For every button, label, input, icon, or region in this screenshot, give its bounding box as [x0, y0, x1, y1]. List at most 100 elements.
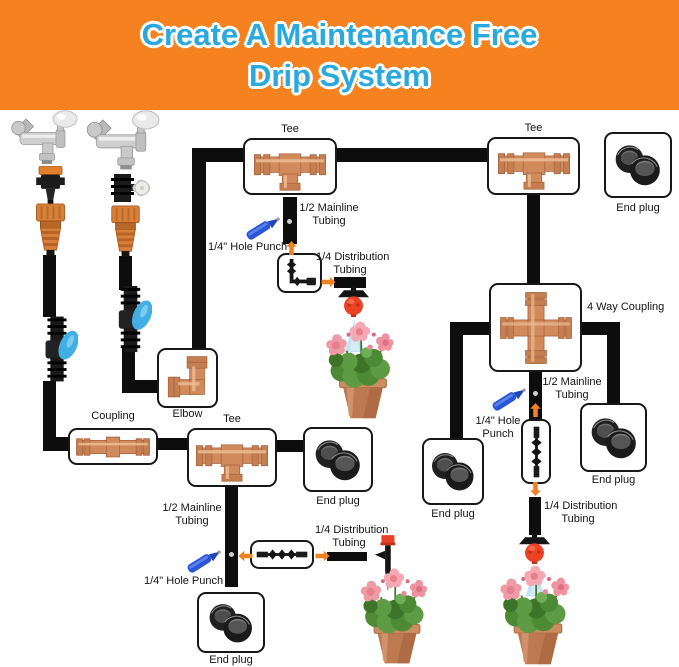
punched-hole: [287, 219, 292, 224]
label-quarter-distribution-tubing: 1/4 Distribution Tubing: [544, 500, 618, 526]
label-line: 1/4 Distribution: [315, 524, 389, 536]
label-line: 1/2 Mainline: [542, 376, 602, 388]
page-title-line2: Drip System: [249, 58, 430, 93]
label-line: Tubing: [312, 215, 346, 227]
coupling-fitting-box: [68, 428, 158, 465]
shutoff-valve-icon: [109, 284, 152, 354]
quarter-coupling-icon: [530, 426, 542, 477]
label-line: Punch: [482, 428, 514, 440]
quarter-coupling-icon: [256, 549, 308, 560]
label-hole-punch-two-line: 1/4" Hole Punch: [471, 415, 525, 441]
label-four-way-coupling: 4 Way Coupling: [587, 301, 665, 313]
label-tee: Tee: [223, 413, 241, 425]
label-line: 1/4 Distribution: [316, 251, 390, 263]
label-line: Tubing: [333, 264, 367, 276]
label-end-plug: End plug: [209, 654, 253, 666]
label-coupling: Coupling: [91, 410, 135, 422]
label-line: 1/4 Distribution: [544, 500, 618, 512]
end-plug-box: [422, 438, 484, 505]
tap-adapter-icon: [35, 166, 66, 206]
label-end-plug: End plug: [591, 474, 636, 486]
quarter-coupling-vertical-box: [521, 419, 551, 484]
tee-fitting-icon: [497, 152, 570, 190]
arrow-down-icon: [530, 482, 541, 496]
tubing-tee-to-4way: [527, 195, 540, 285]
hose-connector-icon: [33, 203, 68, 257]
label-line: Tubing: [332, 537, 366, 549]
end-plug-icon: [431, 452, 474, 491]
label-end-plug: End plug: [316, 495, 360, 507]
label-elbow: Elbow: [172, 408, 203, 420]
quarter-elbow-connector-icon: [286, 258, 316, 287]
punched-hole: [229, 552, 234, 557]
tubing-4way-right-vertical: [607, 322, 620, 405]
distribution-tubing-bottom-left: [327, 552, 367, 561]
end-plug-icon: [209, 603, 253, 643]
label-quarter-distribution-tubing: 1/4 Distribution Tubing: [315, 524, 389, 550]
label-half-mainline-tubing: 1/2 Mainline Tubing: [541, 376, 603, 402]
arrow-up-icon: [286, 241, 297, 255]
label-line: 1/2 Mainline: [299, 202, 359, 214]
distribution-tubing-top: [334, 277, 366, 288]
label-half-mainline-tubing: 1/2 Mainline Tubing: [160, 502, 224, 528]
tee-fitting-icon: [195, 443, 269, 482]
arrow-right-icon: [322, 277, 336, 288]
end-plug-box: [197, 592, 265, 653]
label-line: 1/2 Mainline: [162, 502, 222, 514]
potted-plant: [499, 564, 571, 666]
tee-fitting-box: [487, 137, 580, 195]
tubing-faucet2-elbow-run: [122, 380, 159, 393]
label-hole-punch: 1/4" Hole Punch: [208, 241, 288, 253]
end-plug-icon: [615, 144, 661, 186]
arrow-left-icon: [239, 551, 253, 562]
page-title-line1: Create A Maintenance Free: [141, 17, 538, 52]
faucet-icon: [2, 110, 92, 170]
hole-punch-icon: [488, 381, 531, 417]
quarter-elbow-connector-box: [277, 253, 322, 293]
tubing-left-vertical-to-elbow: [192, 148, 206, 350]
hole-punch-icon: [183, 543, 226, 579]
tubing-tee-to-endplug: [277, 440, 304, 452]
label-quarter-distribution-tubing: 1/4 Distribution Tubing: [316, 251, 390, 277]
elbow-fitting-icon: [167, 356, 207, 398]
end-plug-icon: [590, 417, 636, 459]
label-end-plug: End plug: [431, 508, 475, 520]
hole-punch-icon: [242, 210, 285, 246]
tubing-faucet1-elbow-run: [43, 437, 70, 451]
label-line: Tubing: [561, 513, 595, 525]
label-line: Tubing: [175, 515, 209, 527]
label-hole-punch: 1/4" Hole Punch: [144, 575, 224, 587]
arrow-right-icon: [316, 551, 330, 562]
distribution-tubing-bottom-right: [529, 497, 541, 535]
tubing-4way-left-vertical: [450, 322, 463, 440]
end-plug-icon: [315, 439, 361, 481]
quarter-coupling-box: [250, 540, 314, 569]
arrow-up-icon: [530, 403, 541, 417]
end-plug-box: [604, 132, 672, 198]
punched-hole: [533, 391, 538, 396]
tee-fitting-box: [243, 138, 337, 195]
end-plug-box: [303, 427, 373, 492]
tee-fitting-icon: [253, 152, 327, 191]
potted-plant: [325, 320, 395, 420]
label-line: Tubing: [555, 389, 589, 401]
shutoff-valve-icon: [36, 313, 78, 385]
tubing-faucet1-lower: [43, 381, 56, 451]
label-line: 1/4" Hole: [475, 415, 521, 427]
mainline-bar-middle: [225, 487, 238, 587]
tap-valve-wheel-icon: [108, 172, 150, 206]
tubing-coupling-to-tee: [158, 438, 187, 450]
four-way-coupling-icon: [499, 291, 572, 364]
label-tee: Tee: [524, 122, 543, 134]
hose-connector-icon: [108, 205, 143, 258]
elbow-fitting-box: [157, 348, 218, 408]
label-tee: Tee: [281, 123, 299, 135]
tubing-between-tees: [337, 148, 487, 162]
tubing-faucet1-upper: [43, 255, 56, 317]
potted-plant: [359, 567, 428, 665]
faucet-icon: [82, 110, 170, 176]
coupling-fitting-icon: [76, 436, 150, 457]
mainline-bar-right: [529, 372, 542, 421]
label-end-plug: End plug: [616, 202, 660, 214]
